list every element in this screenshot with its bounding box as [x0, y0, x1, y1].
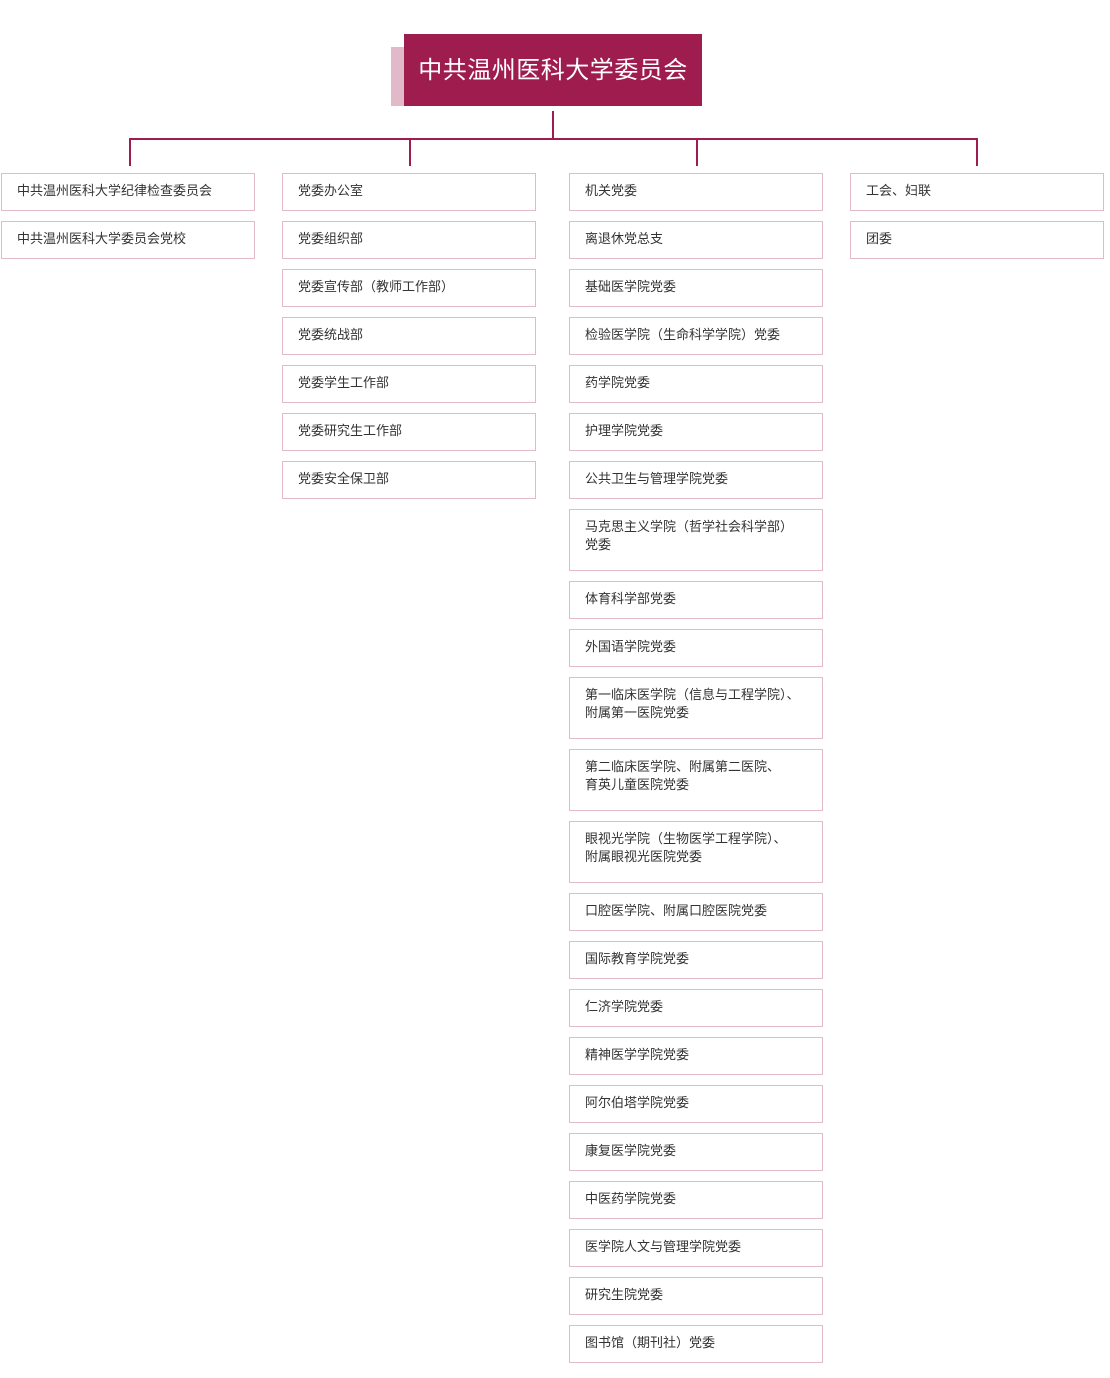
connector-horizontal	[129, 138, 978, 140]
connector-col-4	[976, 138, 978, 166]
column-discipline: 中共温州医科大学纪律检查委员会中共温州医科大学委员会党校	[1, 173, 255, 259]
org-node[interactable]: 团委	[850, 221, 1104, 259]
org-node[interactable]: 工会、妇联	[850, 173, 1104, 211]
column-party-committees: 机关党委离退休党总支基础医学院党委检验医学院（生命科学学院）党委药学院党委护理学…	[569, 173, 823, 1363]
org-node[interactable]: 党委宣传部（教师工作部）	[282, 269, 536, 307]
org-node[interactable]: 第一临床医学院（信息与工程学院）、 附属第一医院党委	[569, 677, 823, 739]
connector-root	[552, 111, 554, 139]
org-node[interactable]: 机关党委	[569, 173, 823, 211]
org-node[interactable]: 马克思主义学院（哲学社会科学部） 党委	[569, 509, 823, 571]
root-node[interactable]: 中共温州医科大学委员会	[404, 34, 702, 106]
org-node[interactable]: 精神医学学院党委	[569, 1037, 823, 1075]
org-node[interactable]: 检验医学院（生命科学学院）党委	[569, 317, 823, 355]
org-node[interactable]: 党委组织部	[282, 221, 536, 259]
org-node[interactable]: 党委研究生工作部	[282, 413, 536, 451]
org-node[interactable]: 基础医学院党委	[569, 269, 823, 307]
org-node[interactable]: 党委统战部	[282, 317, 536, 355]
org-node[interactable]: 外国语学院党委	[569, 629, 823, 667]
org-node[interactable]: 体育科学部党委	[569, 581, 823, 619]
org-node[interactable]: 护理学院党委	[569, 413, 823, 451]
org-node[interactable]: 党委安全保卫部	[282, 461, 536, 499]
connector-col-3	[696, 138, 698, 166]
org-node[interactable]: 康复医学院党委	[569, 1133, 823, 1171]
column-party-offices: 党委办公室党委组织部党委宣传部（教师工作部） 党委统战部党委学生工作部党委研究生工…	[282, 173, 536, 499]
org-node[interactable]: 阿尔伯塔学院党委	[569, 1085, 823, 1123]
org-node[interactable]: 医学院人文与管理学院党委	[569, 1229, 823, 1267]
org-node[interactable]: 党委学生工作部	[282, 365, 536, 403]
org-node[interactable]: 中共温州医科大学委员会党校	[1, 221, 255, 259]
org-node[interactable]: 党委办公室	[282, 173, 536, 211]
org-node[interactable]: 离退休党总支	[569, 221, 823, 259]
org-node[interactable]: 眼视光学院（生物医学工程学院）、 附属眼视光医院党委	[569, 821, 823, 883]
org-node[interactable]: 中医药学院党委	[569, 1181, 823, 1219]
org-node[interactable]: 图书馆（期刊社）党委	[569, 1325, 823, 1363]
org-node[interactable]: 第二临床医学院、附属第二医院、 育英儿童医院党委	[569, 749, 823, 811]
org-node[interactable]: 药学院党委	[569, 365, 823, 403]
connector-col-1	[129, 138, 131, 166]
connector-col-2	[409, 138, 411, 166]
org-node[interactable]: 研究生院党委	[569, 1277, 823, 1315]
org-node[interactable]: 国际教育学院党委	[569, 941, 823, 979]
org-node[interactable]: 公共卫生与管理学院党委	[569, 461, 823, 499]
org-node[interactable]: 中共温州医科大学纪律检查委员会	[1, 173, 255, 211]
org-node[interactable]: 口腔医学院、附属口腔医院党委	[569, 893, 823, 931]
org-node[interactable]: 仁济学院党委	[569, 989, 823, 1027]
column-mass-orgs: 工会、妇联团委	[850, 173, 1104, 259]
